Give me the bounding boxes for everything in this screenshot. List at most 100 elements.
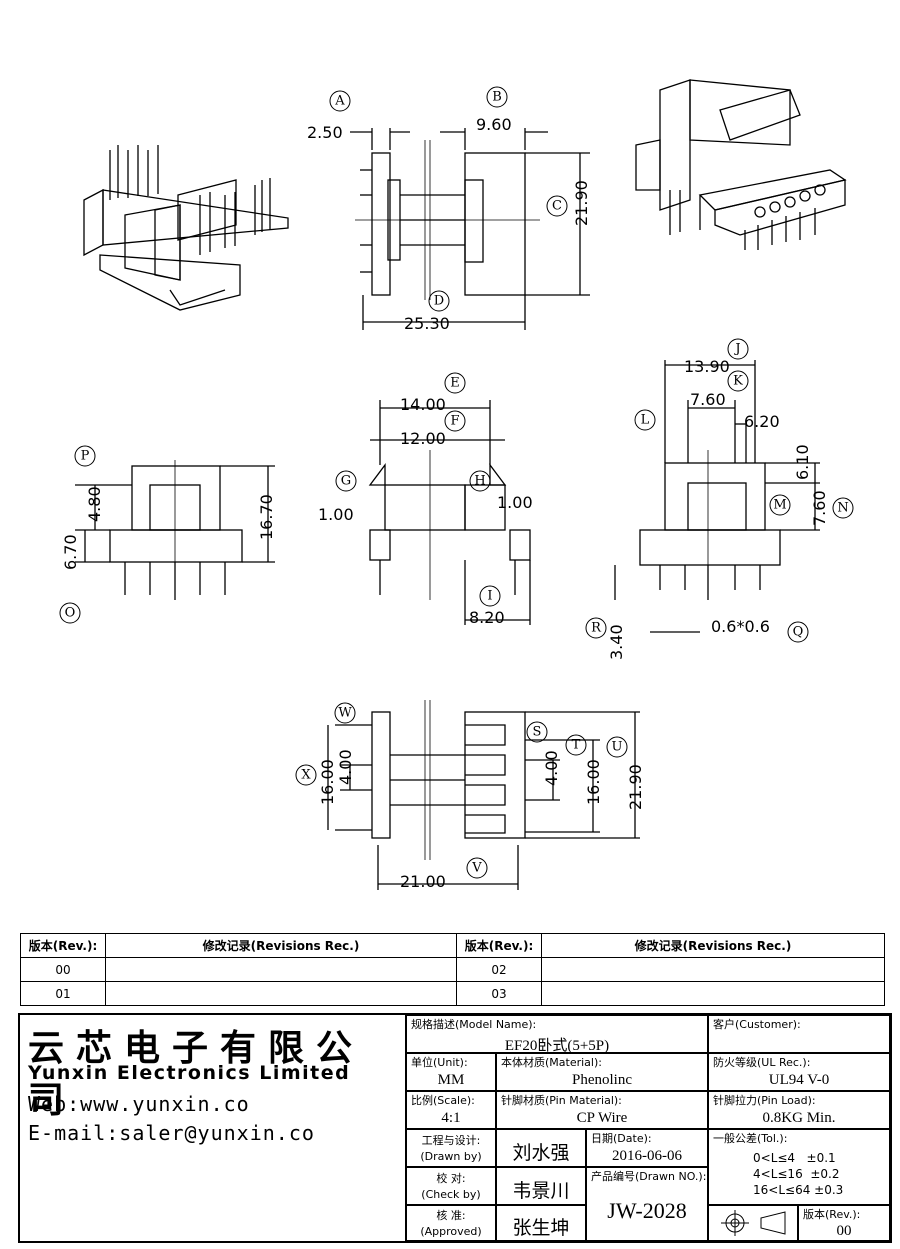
company-website: Web:www.yunxin.co [28,1092,250,1116]
pin-material-value: CP Wire [576,1110,628,1126]
rec-header-1: 修改记录(Revisions Rec.) [105,933,457,958]
dim-1-00-left: 1.00 [318,505,354,524]
label-d: D [434,294,444,309]
label-k: K [733,374,743,389]
dim-6-20: 6.20 [744,412,780,431]
unit-cell: 单位(Unit): MM [406,1053,496,1091]
label-s: S [533,725,542,740]
dim-13-90: 13.90 [684,357,730,376]
iso-view-right [635,79,847,250]
check-label-en: (Check by) [421,1188,481,1201]
tolerance-row: 4<L≤16 ±0.2 [753,1167,840,1181]
revisions-table: 版本(Rev.): 修改记录(Revisions Rec.) 版本(Rev.):… [20,933,885,1006]
label-f: F [450,414,459,429]
dim-21-90: 21.90 [572,180,591,226]
approved-by-value: 张生坤 [512,1218,570,1239]
unit-label: 单位(Unit): [411,1056,468,1069]
label-o: O [65,606,76,621]
material-value: Phenolinc [572,1072,632,1088]
iso-view-left [83,145,289,311]
label-t: T [572,738,581,753]
rev-value: 00 [836,1223,852,1239]
side-view [368,400,531,625]
projection-symbol-icon [721,1210,786,1236]
ul-label: 防火等级(UL Rec.): [713,1056,811,1069]
title-block: 云芯电子有限公司 Yunxin Electronics Limited Web:… [18,1013,892,1243]
label-r: R [591,621,602,636]
drawn-by-cell: 刘水强 [496,1129,586,1167]
dim-21-90-bottom: 21.90 [626,764,645,810]
tolerance-row: 0<L≤4 ±0.1 [753,1151,836,1165]
ul-cell: 防火等级(UL Rec.): UL94 V-0 [708,1053,890,1091]
drawn-label-cell: 工程与设计: (Drawn by) [406,1129,496,1167]
dim-16-70: 16.70 [257,494,276,540]
dim-4-00-left: 4.00 [336,749,355,785]
label-x: X [301,768,311,783]
projection-symbol-cell [708,1205,798,1241]
company-name-en: Yunxin Electronics Limited [28,1062,351,1084]
date-cell: 日期(Date): 2016-06-06 [586,1129,708,1167]
dim-3-40: 3.40 [607,624,626,660]
label-p: P [81,449,90,464]
label-h: H [474,474,485,489]
dim-7-60-right: 7.60 [810,490,829,526]
pin-material-label: 针脚材质(Pin Material): [501,1094,622,1107]
label-q: Q [793,625,804,640]
label-g: G [341,474,351,489]
drawing-number-value: JW-2028 [607,1198,687,1223]
label-v: V [471,861,482,876]
scale-value: 4:1 [441,1110,461,1126]
approved-label-cn: 核 准: [436,1209,466,1222]
rev-cell: 02 [456,957,542,982]
drawn-label-cn: 工程与设计: [421,1134,481,1147]
label-j: J [733,342,740,357]
dim-6-10: 6.10 [793,444,812,480]
rev-header-1: 版本(Rev.): [20,933,106,958]
check-by-cell: 韦景川 [496,1167,586,1205]
dim-4-00-right: 4.00 [542,750,561,786]
drawing-number-cell: 产品编号(Drawn NO.): JW-2028 [586,1167,708,1241]
model-cell: 规格描述(Model Name): EF20卧式(5+5P) [406,1015,708,1054]
top-view [350,128,590,330]
drawn-label-en: (Drawn by) [420,1150,482,1163]
end-view [614,360,820,633]
label-i: I [487,589,492,604]
dim-4-80: 4.80 [85,486,104,522]
pin-load-value: 0.8KG Min. [762,1110,836,1126]
label-w: W [338,706,352,721]
label-c: C [552,199,562,214]
approved-label-cell: 核 准: (Approved) [406,1205,496,1241]
date-value: 2016-06-06 [612,1148,682,1164]
label-n: N [837,501,848,516]
dim-2-50: 2.50 [307,123,343,142]
label-e: E [450,376,460,391]
technical-drawing: A B C D E F G H I J K L M N O P Q R S T … [59,79,854,891]
pin-load-cell: 针脚拉力(Pin Load): 0.8KG Min. [708,1091,890,1129]
approved-by-cell: 张生坤 [496,1205,586,1241]
rev-cell-title: 版本(Rev.): 00 [798,1205,890,1241]
label-m: M [773,498,786,513]
scale-label: 比例(Scale): [411,1094,475,1107]
drawing-number-label: 产品编号(Drawn NO.): [591,1170,707,1183]
company-panel: 云芯电子有限公司 Yunxin Electronics Limited Web:… [20,1015,406,1241]
material-cell: 本体材质(Material): Phenolinc [496,1053,708,1091]
drawn-by-value: 刘水强 [512,1143,570,1164]
ul-value: UL94 V-0 [768,1072,830,1088]
pin-load-label: 针脚拉力(Pin Load): [713,1094,816,1107]
dim-9-60: 9.60 [476,115,512,134]
rev-label: 版本(Rev.): [803,1208,861,1221]
dim-12-00: 12.00 [400,429,446,448]
front-view [75,460,275,600]
bottom-view [327,700,640,890]
unit-value: MM [437,1072,465,1088]
rev-cell: 03 [456,981,542,1006]
label-l: L [641,413,650,428]
model-value: EF20卧式(5+5P) [504,1038,610,1054]
dim-25-30: 25.30 [404,314,450,333]
dim-7-60: 7.60 [690,390,726,409]
customer-label: 客户(Customer): [713,1018,801,1031]
dim-14-00: 14.00 [400,395,446,414]
scale-cell: 比例(Scale): 4:1 [406,1091,496,1129]
pin-material-cell: 针脚材质(Pin Material): CP Wire [496,1091,708,1129]
model-label: 规格描述(Model Name): [411,1018,537,1031]
